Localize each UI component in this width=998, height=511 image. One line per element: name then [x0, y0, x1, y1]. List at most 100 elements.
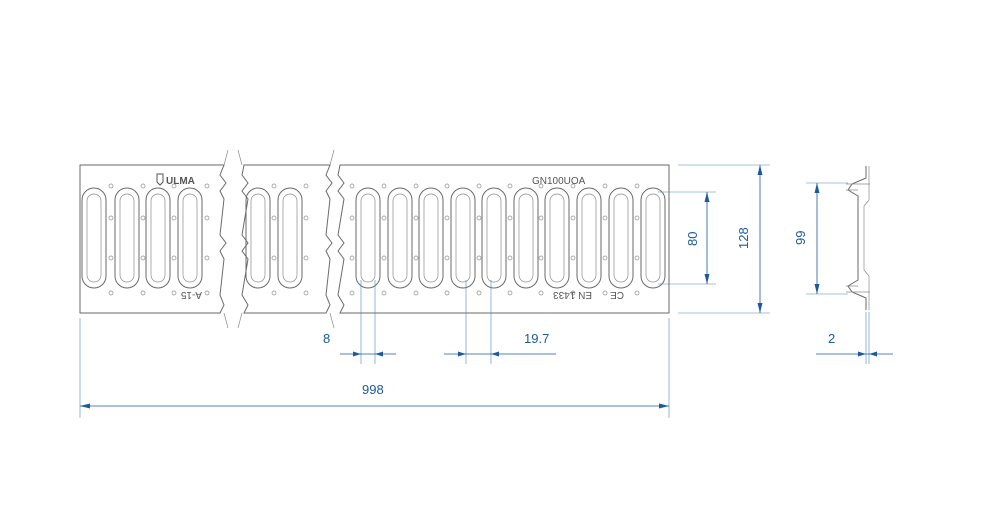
grate-slots — [81, 187, 666, 289]
grate-hole — [349, 215, 355, 221]
slot-opening — [645, 193, 661, 283]
arrowhead — [491, 351, 499, 357]
load-class-text: A-15 — [180, 289, 202, 300]
arrowhead — [757, 165, 763, 175]
grate-hole — [570, 255, 576, 261]
grate-hole — [271, 255, 277, 261]
arrowhead — [814, 183, 820, 193]
grate-hole — [538, 255, 544, 261]
slot-outline — [145, 187, 171, 289]
slot-opening — [549, 193, 565, 283]
grate-hole — [476, 290, 482, 296]
grate-hole — [634, 290, 640, 296]
grate-hole — [444, 215, 450, 221]
slot-outline — [387, 187, 413, 289]
grate-hole — [204, 255, 210, 261]
arrowhead — [858, 351, 866, 357]
grate-hole — [171, 215, 177, 221]
break-line — [237, 149, 243, 329]
slot-outline — [481, 187, 507, 289]
grate-hole — [444, 290, 450, 296]
slot-outline — [513, 187, 539, 289]
grate-segment-right — [337, 164, 670, 314]
grate-hole — [444, 255, 450, 261]
slot-opening — [119, 193, 135, 283]
slot-opening — [455, 193, 471, 283]
arrowhead — [375, 351, 383, 357]
arrowhead — [704, 192, 710, 202]
slot-outline — [576, 187, 602, 289]
grate-hole — [602, 255, 608, 261]
standard-text: EN 1433 — [553, 289, 592, 300]
grate-hole — [303, 255, 309, 261]
grate-hole — [303, 183, 309, 189]
arrowhead — [757, 303, 763, 313]
grate-hole — [171, 290, 177, 296]
break-line — [329, 149, 335, 329]
grate-hole — [171, 183, 177, 189]
profile-outline — [847, 166, 867, 310]
dim-label-width: 128 — [736, 227, 751, 249]
dim-label-thickness: 2 — [828, 331, 835, 346]
grate-hole — [108, 255, 114, 261]
slot-opening — [282, 193, 298, 283]
grate-hole — [413, 215, 419, 221]
grate-hole — [570, 215, 576, 221]
profile-inner — [863, 166, 870, 310]
grate-hole — [303, 215, 309, 221]
grate-hole — [602, 215, 608, 221]
grate-hole — [413, 183, 419, 189]
arrowhead — [80, 403, 90, 409]
slot-outline — [245, 187, 271, 289]
slot-opening — [423, 193, 439, 283]
dim-label-length: 998 — [362, 382, 384, 397]
grate-hole — [271, 215, 277, 221]
profile-flange-bottom — [846, 285, 870, 293]
slot-opening — [392, 193, 408, 283]
grate-hole — [303, 290, 309, 296]
grate-hole — [507, 255, 513, 261]
ulma-logo-mark — [156, 173, 164, 186]
grate-hole — [349, 183, 355, 189]
grate-hole — [444, 183, 450, 189]
dim-label-slot-length: 80 — [685, 232, 700, 246]
grate-hole — [538, 183, 544, 189]
slot-outline — [450, 187, 476, 289]
grate-hole — [507, 183, 513, 189]
slot-opening — [486, 193, 502, 283]
grate-hole — [476, 255, 482, 261]
grate-hole — [476, 183, 482, 189]
grate-hole — [140, 290, 146, 296]
grate-hole — [108, 215, 114, 221]
break-line — [223, 149, 229, 329]
grate-hole — [538, 215, 544, 221]
grate-hole — [271, 290, 277, 296]
grate-hole — [570, 183, 576, 189]
arrowhead — [353, 351, 361, 357]
slot-opening — [86, 193, 102, 283]
slot-opening — [182, 193, 198, 283]
grate-hole — [140, 183, 146, 189]
grate-hole — [271, 183, 277, 189]
slot-opening — [250, 193, 266, 283]
grate-hole — [570, 290, 576, 296]
grate-hole — [476, 215, 482, 221]
grate-hole — [507, 215, 513, 221]
grate-hole — [204, 290, 210, 296]
slot-outline — [114, 187, 140, 289]
slot-outline — [355, 187, 381, 289]
grate-hole — [171, 255, 177, 261]
grate-hole — [538, 290, 544, 296]
slot-opening — [150, 193, 166, 283]
grate-hole — [634, 215, 640, 221]
grate-hole — [413, 290, 419, 296]
dimensions: 8 19.7 998 80 128 — [79, 164, 893, 418]
slot-opening — [360, 193, 376, 283]
dim-label-profile-height: 99 — [793, 231, 808, 245]
ce-mark-text: CE — [610, 289, 624, 300]
grate-hole — [108, 183, 114, 189]
slot-opening — [613, 193, 629, 283]
grate-hole — [602, 290, 608, 296]
slot-outline — [544, 187, 570, 289]
